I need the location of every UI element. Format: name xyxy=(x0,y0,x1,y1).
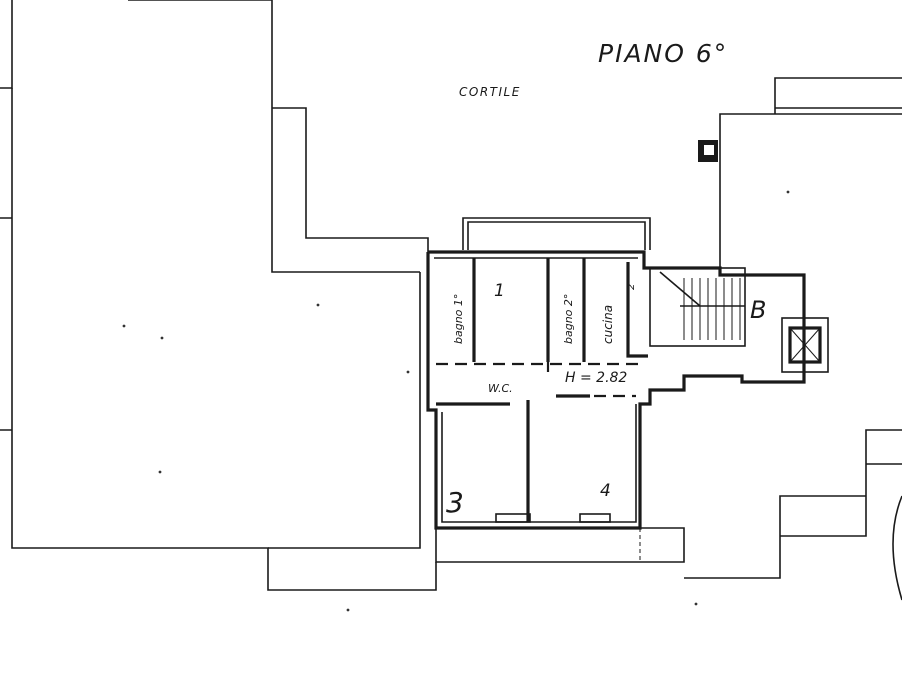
right-building-outline xyxy=(719,77,902,268)
apartment-inner-wall xyxy=(434,257,638,523)
stair-steps xyxy=(659,271,745,340)
bottom-balcony xyxy=(435,527,685,563)
lift-car xyxy=(788,326,822,364)
wc-label: W.C. xyxy=(488,382,513,395)
lift-shaft xyxy=(781,317,829,373)
corridor-dashed xyxy=(436,362,644,398)
stair-label: B xyxy=(750,296,766,324)
left-wall-lines xyxy=(11,88,421,549)
room-label-2: 2 xyxy=(626,284,637,290)
room-label-3: 3 xyxy=(446,486,464,519)
vent-icon xyxy=(698,140,718,162)
courtyard-label: CORTILE xyxy=(459,85,521,99)
room-label-bagno-1: bagno 1° xyxy=(452,294,465,344)
room-label-bagno-2: bagno 2° xyxy=(562,294,575,344)
curved-element xyxy=(892,495,902,601)
room-label-4: 4 xyxy=(600,481,611,501)
stair-block xyxy=(649,267,746,347)
room-label-1: 1 xyxy=(494,281,505,301)
top-balcony xyxy=(462,217,651,250)
partition-walls xyxy=(436,258,648,522)
height-label: H = 2.82 xyxy=(565,370,627,386)
right-lower-block xyxy=(684,429,902,579)
left-building-outline xyxy=(0,0,437,591)
apartment-outer-wall xyxy=(426,250,806,530)
room-label-cucina: cucina xyxy=(601,305,615,344)
bottom-windows xyxy=(495,513,611,523)
floor-label: PIANO 6° xyxy=(598,39,728,68)
scan-dots xyxy=(122,190,790,612)
